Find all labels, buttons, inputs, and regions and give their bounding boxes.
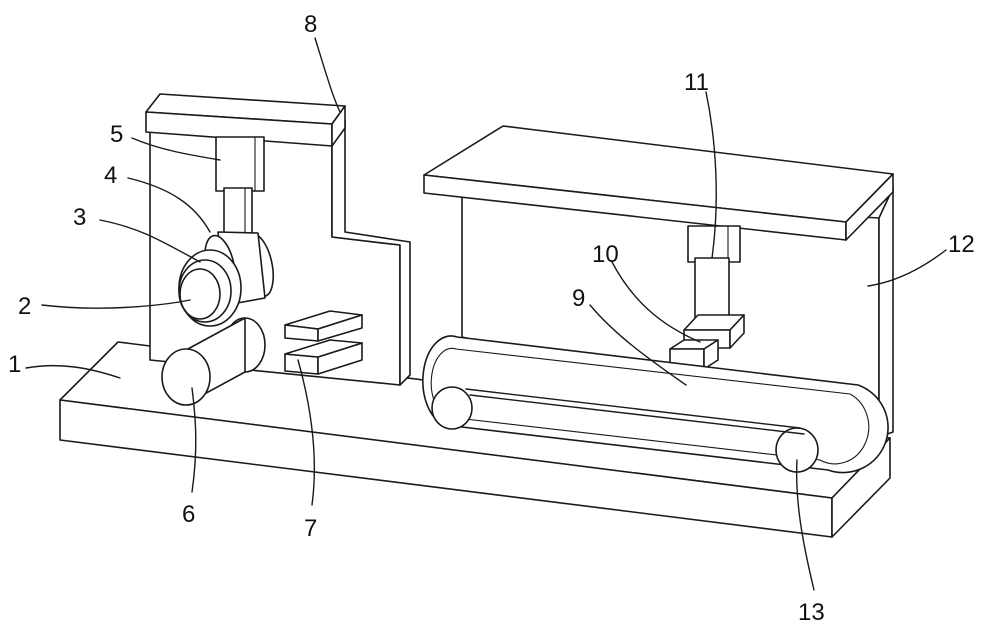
label-8: 8 bbox=[304, 11, 317, 38]
label-1: 1 bbox=[8, 351, 21, 378]
roller-assembly bbox=[178, 231, 275, 327]
label-11: 11 bbox=[684, 69, 709, 96]
leader-6 bbox=[191, 387, 197, 493]
holder-block-side bbox=[703, 339, 719, 370]
holder-top-block-side bbox=[729, 314, 745, 349]
leader-2 bbox=[41, 299, 191, 309]
leader-4 bbox=[127, 177, 211, 233]
label-13: 13 bbox=[798, 599, 825, 626]
leader-5 bbox=[131, 137, 221, 161]
leader-12 bbox=[867, 249, 947, 287]
left-cylinder-body bbox=[215, 136, 265, 192]
leader-11 bbox=[705, 91, 717, 259]
cutter-blocks bbox=[284, 310, 363, 375]
conveyor bbox=[422, 335, 889, 474]
label-12: 12 bbox=[948, 231, 975, 258]
belt-outer bbox=[422, 335, 889, 474]
leader-7 bbox=[297, 359, 315, 506]
left-frame-side bbox=[331, 119, 411, 386]
lower-roller-front bbox=[161, 348, 211, 406]
label-4: 4 bbox=[104, 162, 117, 189]
label-3: 3 bbox=[73, 204, 86, 231]
right-frame-side bbox=[878, 187, 894, 438]
right-topbar-side bbox=[845, 173, 894, 241]
leader-13 bbox=[795, 459, 815, 591]
label-6: 6 bbox=[182, 501, 195, 528]
leader-10 bbox=[611, 261, 701, 343]
left-pulley bbox=[431, 386, 473, 430]
leader-9 bbox=[589, 304, 687, 386]
leader-3 bbox=[99, 219, 201, 263]
leader-lines bbox=[25, 37, 947, 591]
callout-labels: 1 2 3 4 5 6 7 8 9 10 11 12 13 bbox=[8, 11, 975, 626]
lower-roller bbox=[161, 317, 266, 406]
label-2: 2 bbox=[18, 293, 31, 320]
belt-inner bbox=[430, 347, 870, 465]
label-7: 7 bbox=[304, 515, 317, 542]
label-5: 5 bbox=[110, 121, 123, 148]
label-10: 10 bbox=[592, 241, 619, 268]
upper-block-side bbox=[317, 314, 363, 342]
label-9: 9 bbox=[572, 285, 585, 312]
leader-8 bbox=[314, 37, 341, 113]
lower-block-top bbox=[284, 339, 363, 358]
left-frame bbox=[145, 93, 411, 386]
leader-1 bbox=[25, 364, 121, 379]
roller-front-face bbox=[179, 268, 221, 320]
